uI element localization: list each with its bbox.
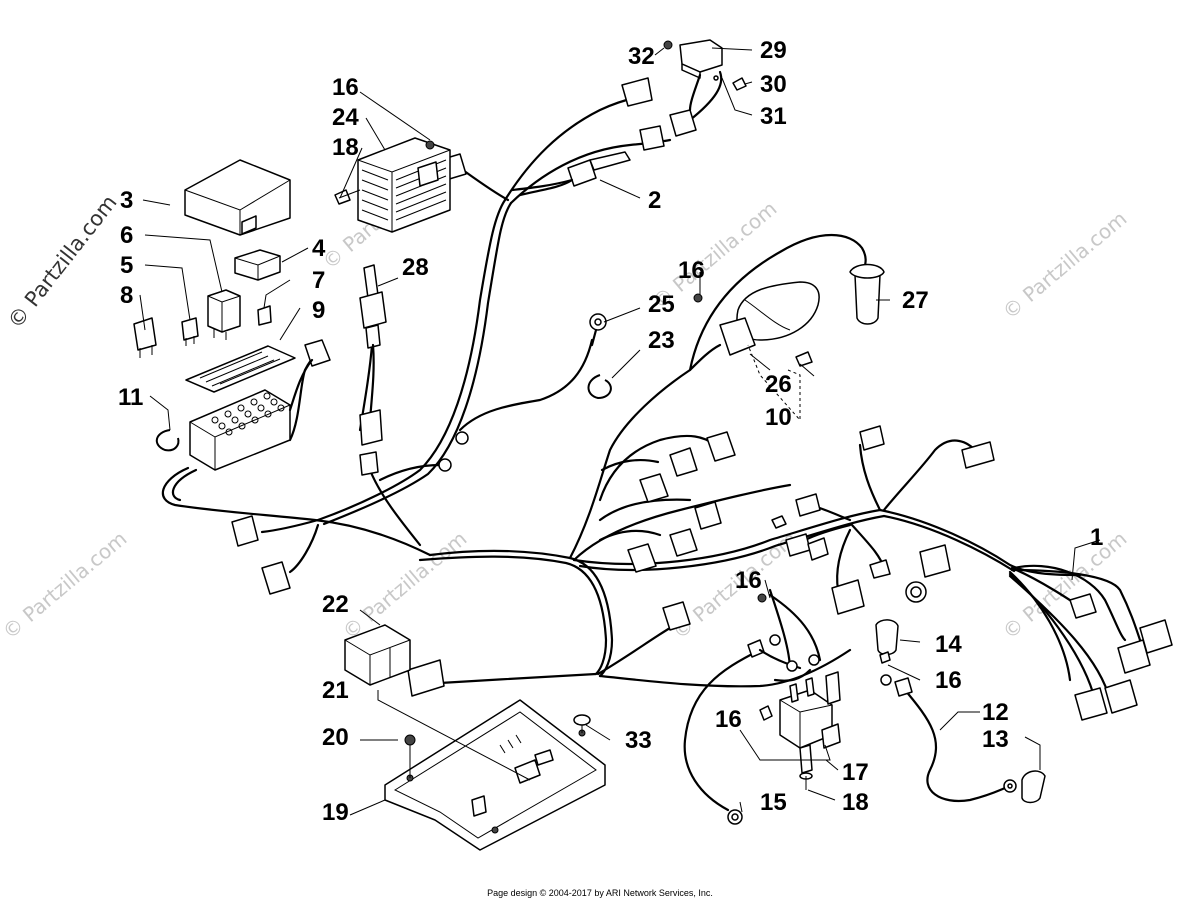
part-7-fuse bbox=[257, 305, 272, 326]
cable-12 bbox=[894, 677, 1017, 803]
callout-20: 20 bbox=[322, 724, 349, 751]
callout-27: 27 bbox=[902, 287, 929, 314]
callout-1: 1 bbox=[1090, 524, 1103, 551]
part-5-fuse bbox=[181, 317, 199, 346]
part-28-sensor bbox=[359, 264, 387, 476]
callout-25: 25 bbox=[648, 291, 675, 318]
callout-5: 5 bbox=[120, 252, 133, 279]
callout-30: 30 bbox=[760, 71, 787, 98]
callout-29: 29 bbox=[760, 37, 787, 64]
part-11-ring bbox=[155, 429, 180, 452]
part-9-label bbox=[185, 345, 296, 393]
watermark: © Partzilla.com bbox=[0, 526, 131, 644]
part-33-bolt bbox=[573, 714, 591, 733]
watermark-group: © Partzilla.com © Partzilla.com © Partzi… bbox=[0, 156, 1131, 644]
page-footer: Page design © 2004-2017 by ARI Network S… bbox=[487, 888, 713, 898]
watermark: © Partzilla.com bbox=[998, 526, 1132, 644]
connector-cluster-top bbox=[439, 77, 697, 197]
callout-24: 24 bbox=[332, 104, 359, 131]
part-1-connectors bbox=[1069, 593, 1173, 721]
part-23-clip bbox=[587, 374, 612, 400]
part-25-terminal bbox=[438, 313, 607, 472]
part-22-module bbox=[344, 624, 411, 686]
part-3-fuse-cover bbox=[184, 159, 291, 236]
callout-13: 13 bbox=[982, 726, 1009, 753]
part-27-switch bbox=[849, 263, 885, 325]
callout-18-solenoid: 18 bbox=[842, 789, 869, 816]
side-watermark: © Partzilla.com bbox=[3, 191, 122, 333]
callout-16-relay-left: 16 bbox=[715, 706, 742, 733]
callout-16-right: 16 bbox=[935, 667, 962, 694]
part-20-screw bbox=[404, 734, 416, 778]
part-6-relay bbox=[207, 289, 241, 340]
callout-21: 21 bbox=[322, 677, 349, 704]
callout-11: 11 bbox=[118, 384, 143, 411]
part-19-tray bbox=[384, 699, 606, 851]
callout-28: 28 bbox=[402, 254, 429, 281]
callout-4: 4 bbox=[312, 235, 326, 262]
callout-14: 14 bbox=[935, 631, 962, 658]
callout-32: 32 bbox=[628, 43, 655, 70]
part-29-assembly bbox=[663, 39, 747, 122]
callout-7: 7 bbox=[312, 267, 325, 294]
callout-9: 9 bbox=[312, 297, 325, 324]
callout-23: 23 bbox=[648, 327, 675, 354]
callout-16-regulator: 16 bbox=[332, 74, 359, 101]
part-4-relay bbox=[234, 249, 281, 281]
callout-labels: 1 2 3 4 5 6 7 8 9 10 11 12 13 14 15 16 1… bbox=[118, 37, 1103, 826]
cables-relay bbox=[757, 588, 892, 686]
callout-31: 31 bbox=[760, 103, 787, 130]
callout-19: 19 bbox=[322, 799, 349, 826]
callout-16-coil: 16 bbox=[678, 257, 705, 284]
callout-15: 15 bbox=[760, 789, 787, 816]
callout-33: 33 bbox=[625, 727, 652, 754]
leader-lines bbox=[139, 47, 1101, 816]
part-13-boot bbox=[1021, 770, 1046, 804]
part-14-cap bbox=[875, 619, 899, 656]
callout-16-relay-top: 16 bbox=[735, 567, 762, 594]
main-harness bbox=[161, 96, 1142, 702]
callout-2: 2 bbox=[648, 187, 661, 214]
callout-10: 10 bbox=[765, 404, 792, 431]
part-24-regulator bbox=[334, 137, 451, 233]
part-8-fuse bbox=[133, 317, 157, 358]
connector-set-mid bbox=[231, 431, 736, 697]
callout-22: 22 bbox=[322, 591, 349, 618]
connector-set-right bbox=[771, 425, 995, 615]
callout-17: 17 bbox=[842, 759, 869, 786]
callout-6: 6 bbox=[120, 222, 133, 249]
watermark: © Partzilla.com bbox=[998, 206, 1132, 324]
callout-26: 26 bbox=[765, 371, 792, 398]
part-17-solenoid bbox=[759, 671, 841, 774]
part-26-coil bbox=[693, 281, 820, 377]
callout-3: 3 bbox=[120, 187, 133, 214]
part-fuse-box bbox=[189, 339, 331, 471]
callout-18-regulator: 18 bbox=[332, 134, 359, 161]
callout-12: 12 bbox=[982, 699, 1009, 726]
part-18-bolt bbox=[799, 772, 813, 790]
callout-8: 8 bbox=[120, 282, 133, 309]
